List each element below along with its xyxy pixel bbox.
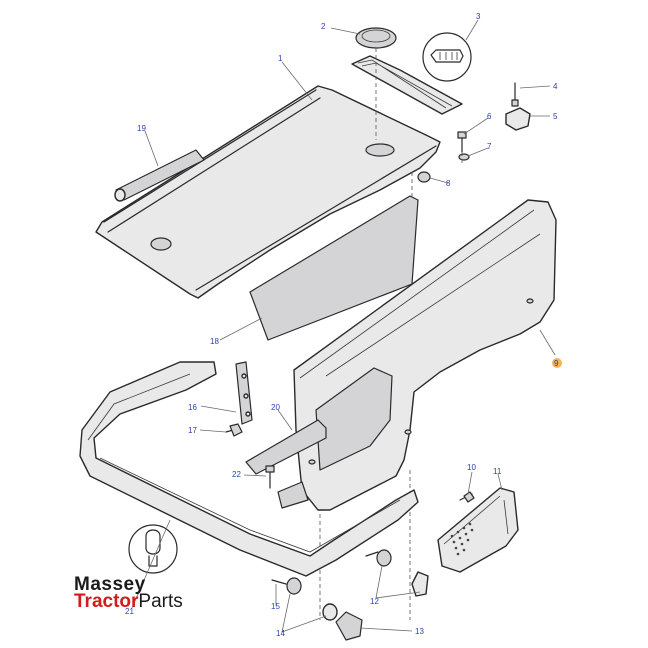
tank-top-panel	[95, 85, 441, 299]
latch-knob-12	[365, 549, 429, 597]
watermark-massey: Massey	[74, 574, 146, 595]
screw-17	[225, 423, 243, 437]
callout-22: 22	[232, 470, 241, 479]
leader-lines	[131, 19, 556, 633]
hinge-strap	[245, 419, 327, 509]
callout-6: 6	[487, 112, 492, 121]
nut	[417, 171, 431, 183]
callout-12: 12	[370, 597, 379, 606]
watermark-parts: Parts	[138, 591, 183, 612]
callout-7: 7	[487, 142, 492, 151]
callout-5: 5	[553, 112, 558, 121]
detail-circle-seal	[422, 32, 472, 82]
callout-4: 4	[553, 82, 558, 91]
callout-14: 14	[276, 629, 285, 638]
callout-11: 11	[493, 467, 502, 476]
callout-13: 13	[415, 627, 424, 636]
screw-and-clip	[505, 82, 531, 131]
grille-panel	[437, 487, 519, 573]
latch-knob-14-15	[271, 577, 338, 621]
callouts: 2 3 1 4 5 6 7 19 8 9 18 16 20 17 22 10 1…	[125, 12, 562, 638]
callout-2: 2	[321, 22, 326, 31]
seal-strip	[351, 55, 463, 115]
insulation-pad	[249, 195, 419, 341]
callout-3: 3	[476, 12, 481, 21]
callout-17: 17	[188, 426, 197, 435]
detail-circle-profile	[128, 524, 178, 574]
callout-1: 1	[278, 54, 283, 63]
callout-9-highlight	[552, 358, 562, 368]
callout-16: 16	[188, 403, 197, 412]
callout-9: 9	[554, 359, 559, 368]
frame-seal	[79, 361, 419, 577]
bracket	[235, 361, 253, 425]
watermark-tractorparts: TractorParts	[74, 591, 183, 613]
callout-8: 8	[446, 179, 451, 188]
bolt-and-washer	[457, 131, 470, 161]
fuel-cap	[355, 27, 397, 49]
fender-hood	[293, 199, 557, 511]
side-strip	[114, 149, 205, 202]
screw-10	[459, 491, 475, 503]
callout-21: 21	[125, 607, 134, 616]
screw-22	[265, 465, 275, 489]
handle	[335, 611, 363, 641]
callout-20: 20	[271, 403, 280, 412]
callout-19: 19	[137, 124, 146, 133]
callout-10: 10	[467, 463, 476, 472]
callout-15: 15	[271, 602, 280, 611]
watermark-tractor: Tractor	[74, 591, 139, 612]
callout-18: 18	[210, 337, 219, 346]
